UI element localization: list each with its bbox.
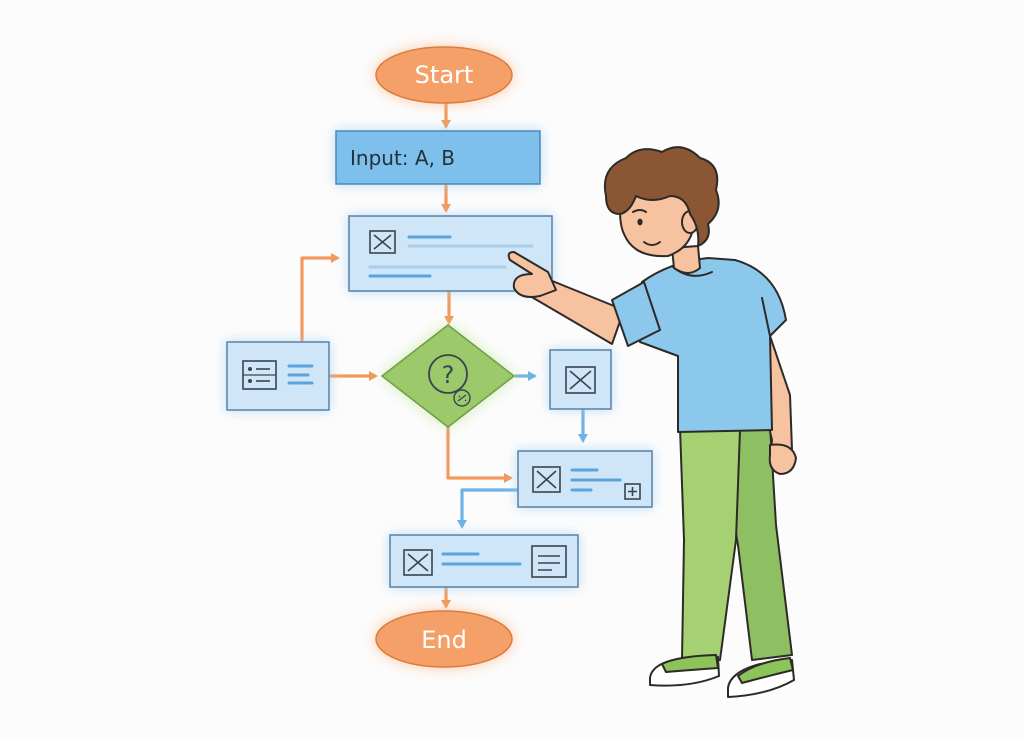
arrow-list-to-process <box>300 253 340 342</box>
close-x-icon <box>565 366 596 394</box>
person-hand-back <box>768 443 797 475</box>
decision-symbol: ? <box>442 361 455 389</box>
process-box-merge <box>517 450 653 508</box>
person-eye <box>637 218 643 226</box>
person-illustration <box>507 146 797 698</box>
person-shoe-right-top <box>737 657 794 684</box>
start-label: Start <box>415 61 474 89</box>
close-x-icon <box>532 466 561 493</box>
arrow-decision-to-merge <box>446 423 513 483</box>
close-x-icon <box>369 230 396 254</box>
list-icon <box>242 360 277 390</box>
list-box <box>226 341 330 411</box>
process-box-right <box>549 349 612 410</box>
document-icon <box>531 545 567 578</box>
question-icon <box>428 354 468 394</box>
connectors <box>300 102 588 609</box>
end-terminal: End <box>375 610 513 668</box>
person-sleeve <box>611 281 661 347</box>
person-hand-pointing <box>507 251 557 298</box>
person-mouth <box>643 241 661 246</box>
person-neck <box>671 245 701 274</box>
input-label: Input: A, B <box>350 146 455 170</box>
input-box: Input: A, B <box>335 130 541 185</box>
close-x-icon <box>403 549 433 576</box>
arrow-merge-to-bottom <box>457 488 520 529</box>
process-box-bottom <box>389 534 579 588</box>
person-shoe-left-top <box>661 654 719 673</box>
end-label: End <box>421 626 467 654</box>
person-hair <box>604 146 720 247</box>
decision-diamond: ? <box>380 324 516 428</box>
person-leg-front <box>679 427 741 661</box>
plus-icon <box>624 483 641 500</box>
start-terminal: Start <box>375 46 513 104</box>
person-shirt <box>639 257 787 433</box>
